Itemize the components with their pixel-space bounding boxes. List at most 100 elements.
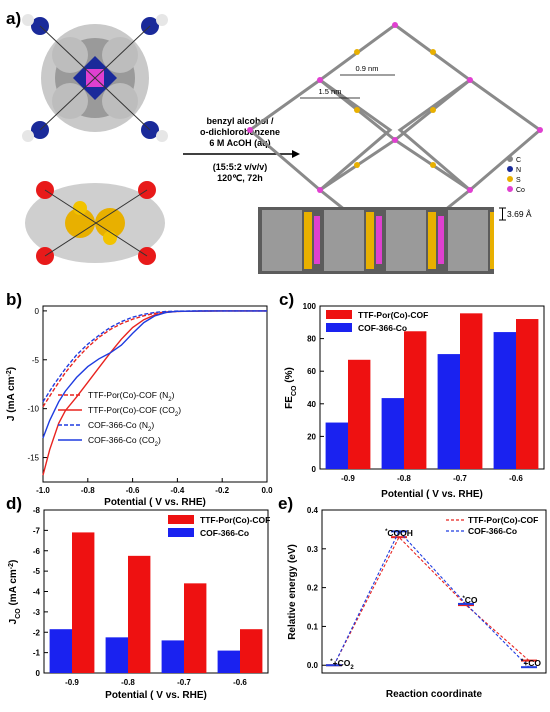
y-tick-label-e: 0.4 <box>307 506 319 515</box>
legend-label-d-0: COF-366-Co <box>200 528 249 538</box>
panel-b-label: b) <box>6 290 22 309</box>
state-label-0: *+CO2 <box>330 658 354 671</box>
y-tick-label-e: 0.0 <box>307 661 319 670</box>
legend-swatch-d-0 <box>168 528 194 537</box>
bar-c-cof-366-co-0 <box>325 422 348 469</box>
y-tick-label-d: -5 <box>33 567 41 576</box>
x-axis-label-c: Potential ( V vs. RHE) <box>381 489 483 500</box>
x-tick-label-b: -0.2 <box>215 486 229 495</box>
energy-path-1 <box>333 530 530 668</box>
x-tick-label-d: -0.6 <box>233 678 247 687</box>
bar-c-cof-366-co-2 <box>437 354 460 469</box>
x-tick-label-b: -1.0 <box>36 486 50 495</box>
bar-d-ttf-por-co-cof-1 <box>128 555 151 673</box>
legend-d: TTF-Por(Co)-COF COF-366-Co <box>168 515 270 538</box>
y-tick-label-d: 0 <box>36 669 41 678</box>
state-label-2: *CO <box>462 595 477 605</box>
y-tick-label-c: 0 <box>312 465 317 474</box>
y-tick-label-d: -3 <box>33 608 41 617</box>
bar-d-cof-366-co-0 <box>49 629 72 673</box>
x-axis-label-e: Reaction coordinate <box>386 689 483 700</box>
condition-ratio: (15:5:2 v/v/v) <box>213 162 268 172</box>
y-tick-label-b: -5 <box>32 356 40 365</box>
legend-swatch-c-0 <box>326 323 352 332</box>
y-axis-label-d: JCO (mA cm-2) <box>8 560 22 625</box>
bar-c-ttf-por-co-cof-1 <box>404 331 427 469</box>
y-tick-label-e: 0.2 <box>307 584 319 593</box>
x-tick-label-b: -0.8 <box>81 486 95 495</box>
element-c-label: C <box>516 157 521 164</box>
x-tick-label-c: -0.7 <box>453 474 467 483</box>
x-tick-label-b: -0.6 <box>126 486 140 495</box>
lsv-curve-2 <box>42 310 267 403</box>
cof-framework-image <box>247 22 543 252</box>
legend-label-d-1: TTF-Por(Co)-COF <box>200 515 270 525</box>
y-tick-label-c: 20 <box>307 432 316 441</box>
panel-d-label: d) <box>6 494 22 513</box>
element-co-label: Co <box>516 187 525 194</box>
y-tick-label-d: -2 <box>33 628 41 637</box>
y-tick-label-c: 80 <box>307 335 316 344</box>
y-tick-label-d: -8 <box>33 506 41 515</box>
bar-d-ttf-por-co-cof-2 <box>184 583 207 673</box>
lsv-curve-3 <box>42 310 267 439</box>
y-tick-label-c: 60 <box>307 367 316 376</box>
condition-acid: 6 M AcOH (aq) <box>209 138 270 148</box>
legend-label-e-0: TTF-Por(Co)-COF <box>468 515 538 525</box>
plot-frame-c <box>319 305 545 470</box>
x-tick-label-c: -0.6 <box>509 474 523 483</box>
legend-label-e-1: COF-366-Co <box>468 526 517 536</box>
state-label-1: *COOH <box>385 528 413 538</box>
condition-solvent-2: o-dichlorobenzene <box>200 127 280 137</box>
interlayer-distance: 3.69 Å <box>507 209 532 219</box>
y-tick-label-b: -15 <box>27 454 39 463</box>
b-legend-label: TTF-Por(Co)-COF (N2) <box>88 390 175 403</box>
bar-c-cof-366-co-1 <box>381 398 404 469</box>
lsv-curve-0 <box>42 310 267 408</box>
reaction-arrow-head <box>292 150 300 158</box>
x-tick-label-b: 0.0 <box>261 486 273 495</box>
bar-d-cof-366-co-2 <box>161 640 184 673</box>
x-axis-label-b: Potential ( V vs. RHE) <box>104 497 206 508</box>
panel-a-label: a) <box>6 9 21 28</box>
y-tick-label-e: 0.1 <box>307 622 319 631</box>
y-axis-label-c: FECO (%) <box>284 367 298 409</box>
element-s-label: S <box>516 177 521 184</box>
panel-d: d) 0-1-2-3-4-5-6-7-8-0.9-0.8-0.7-0.6 TTF… <box>6 494 270 701</box>
b-legend-label: COF-366-Co (N2) <box>88 420 154 433</box>
x-tick-label-d: -0.7 <box>177 678 191 687</box>
b-legend-label: COF-366-Co (CO2) <box>88 435 161 448</box>
legend-label-c-0: COF-366-Co <box>358 323 407 333</box>
element-c-icon <box>507 156 513 162</box>
y-tick-label-c: 40 <box>307 400 316 409</box>
element-co-icon <box>507 186 513 192</box>
panel-c-label: c) <box>279 290 294 309</box>
element-n-label: N <box>516 167 521 174</box>
y-axis-label-b: J (mA cm-2) <box>6 367 18 421</box>
bar-d-ttf-por-co-cof-0 <box>72 532 95 673</box>
panel-a: a) <box>6 9 543 274</box>
legend-c: TTF-Por(Co)-COF COF-366-Co <box>326 310 428 333</box>
x-tick-label-d: -0.8 <box>121 678 135 687</box>
bar-c-ttf-por-co-cof-3 <box>516 319 539 469</box>
legend-label-c-1: TTF-Por(Co)-COF <box>358 310 428 320</box>
element-n-icon <box>507 166 513 172</box>
x-axis-label-d: Potential ( V vs. RHE) <box>105 690 207 701</box>
y-tick-label-d: -7 <box>33 526 41 535</box>
legend-swatch-c-1 <box>326 310 352 319</box>
condition-temp-time: 120℃, 72h <box>217 173 263 183</box>
pore-size-small: 0.9 nm <box>356 64 379 73</box>
stacking-view-image <box>258 207 506 274</box>
y-tick-label-b: -10 <box>27 405 39 414</box>
panel-e: e) 0.00.10.20.30.4 *+CO2*COOH*CO*+CO TTF… <box>278 494 547 700</box>
x-tick-label-c: -0.9 <box>341 474 355 483</box>
y-tick-label-b: 0 <box>35 307 40 316</box>
x-tick-label-c: -0.8 <box>397 474 411 483</box>
condition-solvent-1: benzyl alcohol / <box>206 116 274 126</box>
y-tick-label-e: 0.3 <box>307 545 319 554</box>
y-tick-label-c: 100 <box>303 302 317 311</box>
plot-frame-e <box>321 509 547 674</box>
